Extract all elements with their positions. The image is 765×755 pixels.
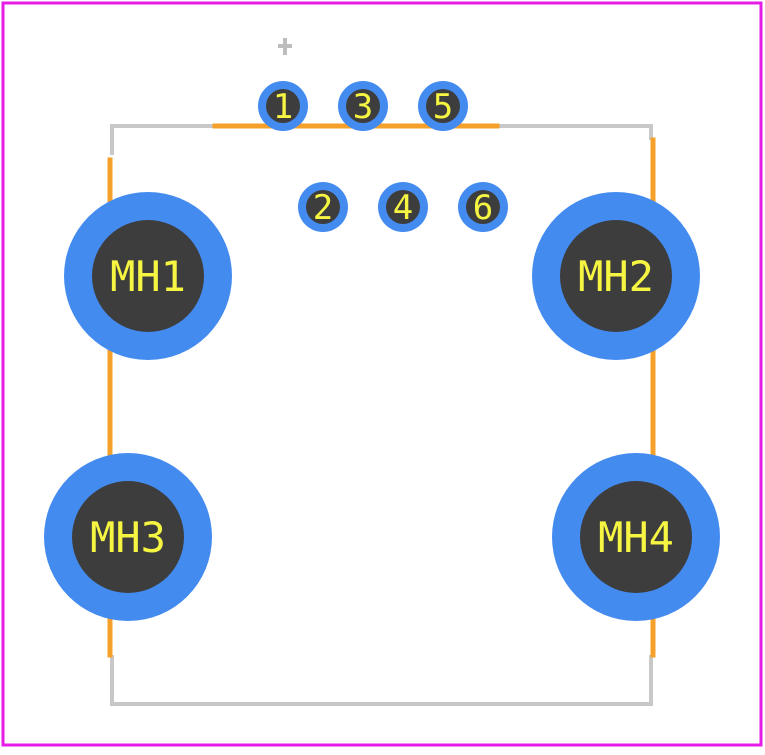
pad-label: 2 <box>313 188 333 228</box>
mounting-hole-label: MH4 <box>598 513 674 562</box>
pad-label: 4 <box>393 188 413 228</box>
pad-5: 5 <box>418 81 468 131</box>
origin-marker-icon <box>278 38 292 55</box>
signal-pads: 1 3 5 2 4 6 <box>258 81 508 232</box>
mounting-hole-mh4: MH4 <box>552 453 720 621</box>
pad-label: 6 <box>473 188 493 228</box>
mounting-hole-label: MH3 <box>90 513 166 562</box>
pad-3: 3 <box>338 81 388 131</box>
mounting-hole-label: MH2 <box>578 252 654 301</box>
pad-label: 3 <box>353 87 373 127</box>
pad-label: 5 <box>433 87 453 127</box>
mounting-hole-mh2: MH2 <box>532 192 700 360</box>
pad-label: 1 <box>273 87 293 127</box>
pad-2: 2 <box>298 182 348 232</box>
mounting-hole-label: MH1 <box>110 252 186 301</box>
mounting-hole-mh1: MH1 <box>64 192 232 360</box>
pad-6: 6 <box>458 182 508 232</box>
pad-1: 1 <box>258 81 308 131</box>
pad-4: 4 <box>378 182 428 232</box>
mounting-hole-mh3: MH3 <box>44 453 212 621</box>
courtyard-outline <box>110 124 653 706</box>
